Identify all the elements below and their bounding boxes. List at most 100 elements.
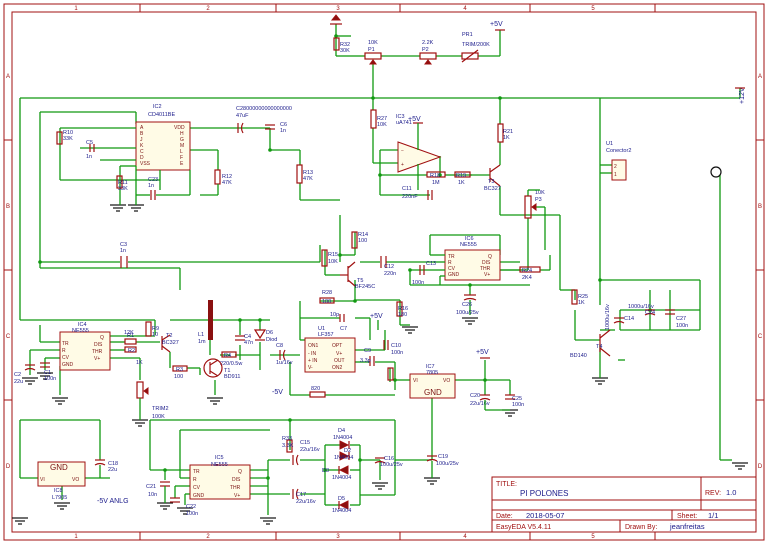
svg-text:V+: V+ (234, 493, 240, 499)
c17-capacitor: C17 22u/16v (292, 488, 316, 505)
r10-resistor: R10 33K (56, 130, 73, 145)
r18-resistor: R18 1M (426, 171, 446, 186)
svg-text:VDD: VDD (174, 125, 185, 131)
svg-text:CV: CV (62, 355, 70, 361)
svg-text:R33: R33 (282, 436, 292, 442)
c7-capacitor: C7 10p (330, 312, 347, 332)
svg-text:IC3: IC3 (396, 114, 405, 120)
c16-capacitor: C16 100u/25v (374, 456, 403, 468)
svg-text:1N4004: 1N4004 (334, 455, 353, 461)
svg-text:100n: 100n (44, 376, 56, 382)
svg-text:D6: D6 (266, 330, 273, 336)
col-label-4-bottom: 4 (463, 534, 467, 540)
svg-text:NE555: NE555 (460, 242, 477, 248)
svg-text:1n: 1n (280, 128, 286, 134)
ic7-regulator: IC7 7805 VI VO GND (409, 364, 456, 399)
r3-resistor: R3 100 (172, 365, 188, 380)
svg-text:R25: R25 (578, 294, 588, 300)
svg-text:100n: 100n (391, 350, 403, 356)
svg-text:C3: C3 (120, 242, 127, 248)
junctions (38, 34, 652, 480)
svg-text:C28000000000000000: C28000000000000000 (236, 106, 292, 112)
svg-text:30K: 30K (340, 48, 350, 54)
svg-text:TR: TR (62, 341, 69, 347)
svg-text:C20: C20 (470, 393, 480, 399)
svg-text:R11: R11 (118, 180, 128, 186)
date-value: 2018-05-07 (526, 511, 564, 520)
d3-diode: D3 1N4004 (322, 465, 351, 481)
svg-text:1000u/16v: 1000u/16v (605, 304, 611, 330)
svg-text:L1: L1 (198, 332, 204, 338)
svg-text:ON1: ON1 (308, 343, 319, 349)
svg-text:T3: T3 (488, 179, 494, 185)
ic5-chip: IC5 NE555 TR R CV GND Q DIS THR V+ (189, 455, 251, 500)
r11-resistor: R11 33K (116, 175, 128, 192)
svg-text:H: H (180, 131, 184, 137)
svg-text:C5: C5 (86, 140, 93, 146)
svg-text:220nF: 220nF (402, 194, 418, 200)
svg-text:THR: THR (480, 266, 491, 272)
r32-resistor: R32 30K (333, 37, 350, 54)
row-label-a-right: A (758, 74, 762, 80)
svg-text:BD911: BD911 (224, 374, 240, 380)
svg-text:100: 100 (174, 374, 183, 380)
svg-text:820: 820 (311, 386, 320, 392)
svg-text:3.3p: 3.3p (360, 358, 371, 364)
t5-jfet: T5 BF245C (340, 261, 375, 290)
power-labels: +5V +12V +5V +5V +5V -5V -5V ANLG (97, 14, 746, 505)
svg-text:IC4: IC4 (78, 322, 87, 328)
svg-text:3.3K: 3.3K (282, 443, 294, 449)
svg-text:D2: D2 (344, 448, 351, 454)
row-label-d: D (6, 464, 11, 470)
svg-text:THR: THR (230, 485, 241, 491)
svg-text:TR: TR (193, 469, 200, 475)
ground-icon (207, 397, 223, 405)
power-label-plus12: +12V (739, 87, 746, 104)
svg-text:10p: 10p (330, 312, 339, 318)
row-label-c: C (6, 334, 11, 340)
svg-text:C26: C26 (462, 302, 472, 308)
svg-text:100u/25v: 100u/25v (456, 310, 479, 316)
col-label-5: 5 (591, 6, 595, 12)
c12-capacitor: C12 220n (380, 256, 396, 277)
svg-text:P3: P3 (535, 197, 542, 203)
c25-capacitor: C25 100n (505, 394, 524, 408)
svg-text:12K: 12K (124, 330, 134, 336)
svg-text:1K: 1K (458, 180, 465, 186)
svg-text:BD140: BD140 (570, 353, 587, 359)
svg-text:C23: C23 (148, 177, 158, 183)
title-label: TITLE: (496, 481, 517, 488)
c13-capacitor: C13 100n (412, 261, 436, 286)
svg-text:220n: 220n (384, 271, 396, 277)
c18-capacitor: C18 22u (94, 459, 118, 473)
svg-text:2: 2 (614, 164, 617, 170)
svg-text:V+: V+ (484, 272, 490, 278)
svg-text:R28: R28 (322, 290, 332, 296)
svg-text:VO: VO (443, 378, 450, 384)
svg-text:CV: CV (193, 485, 201, 491)
svg-text:10K: 10K (535, 190, 545, 196)
svg-text:R16: R16 (398, 306, 408, 312)
svg-text:100u/25v: 100u/25v (380, 462, 403, 468)
t3-transistor: T3 BC327 (484, 164, 501, 192)
c19-capacitor: C19 100u/25v (426, 454, 459, 467)
svg-text:R: R (62, 348, 66, 354)
ic8-regulator: GND VI VO IC8 L7905 (37, 461, 86, 501)
svg-text:220/0.5w: 220/0.5w (220, 361, 242, 367)
ground-icon (732, 462, 748, 470)
svg-text:DIS: DIS (232, 477, 241, 483)
svg-text:47uF: 47uF (236, 113, 249, 119)
c2-capacitor: C2 22u (14, 364, 36, 385)
svg-text:C8: C8 (276, 343, 283, 349)
svg-text:VI: VI (413, 378, 418, 384)
svg-text:V-: V- (308, 365, 313, 371)
svg-text:R32: R32 (340, 42, 350, 48)
svg-text:D3: D3 (322, 468, 329, 474)
col-label-4: 4 (463, 6, 467, 12)
p1-potentiometer: 10K P1 (364, 40, 382, 65)
svg-text:C12: C12 (384, 264, 394, 270)
test-point-icon (710, 166, 722, 178)
svg-text:PR1: PR1 (462, 32, 473, 38)
svg-text:LF357: LF357 (318, 332, 334, 338)
svg-text:L7905: L7905 (52, 495, 67, 501)
